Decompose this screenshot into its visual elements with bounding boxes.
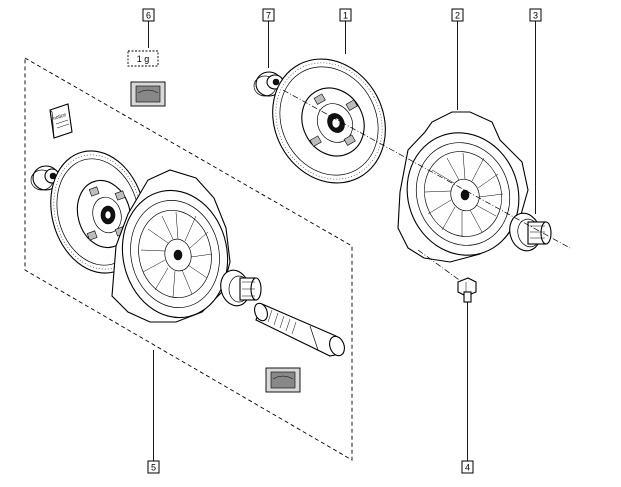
- callout-6: 6: [142, 8, 155, 48]
- svg-text:1: 1: [343, 11, 348, 21]
- svg-text:3: 3: [533, 11, 538, 21]
- kit-centering-tool: [254, 302, 345, 357]
- callout-4: 4: [461, 302, 474, 474]
- callout-2: 2: [451, 8, 464, 110]
- callout-7: 7: [262, 8, 275, 68]
- svg-text:1 g: 1 g: [137, 54, 150, 64]
- instruction-booklet-icon: notice: [49, 103, 73, 139]
- axis-line-bolt: [417, 249, 463, 283]
- grease-sachet-icon: [130, 81, 166, 107]
- release-bearing-part-7: [253, 71, 284, 97]
- svg-text:7: 7: [266, 11, 271, 21]
- kit-pressure-plate: [111, 169, 231, 323]
- kit-clutch-disc: [50, 150, 146, 274]
- grease-label-tag: 1 g: [127, 50, 159, 67]
- release-bearing-part-3: [509, 212, 552, 252]
- callout-5: 5: [147, 350, 160, 474]
- kit-release-bearing-center: [220, 269, 262, 307]
- svg-text:4: 4: [465, 463, 470, 473]
- callout-3: 3: [529, 8, 542, 214]
- svg-text:2: 2: [455, 11, 460, 21]
- kit-grease-sachet-icon: [265, 367, 301, 393]
- svg-text:notice: notice: [52, 112, 67, 122]
- kit-boundary-dashed: [24, 57, 353, 461]
- pressure-plate-part-2: [397, 111, 529, 263]
- bolt-part-4: [457, 277, 477, 303]
- svg-text:6: 6: [146, 11, 151, 21]
- svg-text:5: 5: [151, 463, 156, 473]
- callout-1: 1: [339, 8, 352, 54]
- clutch-disc-part-1: [272, 58, 386, 184]
